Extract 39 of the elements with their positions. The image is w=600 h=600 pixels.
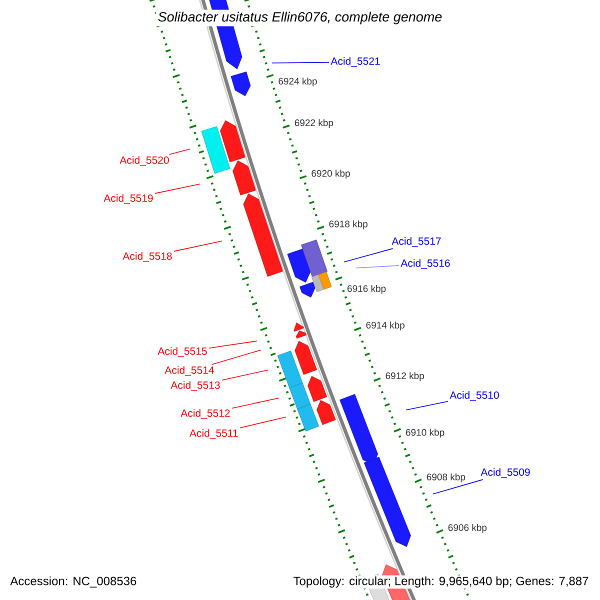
- gene-label: Acid_5519: [104, 194, 153, 204]
- leader-line: [344, 248, 394, 262]
- leader-line: [406, 401, 448, 410]
- tick-label: 6922 kbp: [294, 119, 334, 128]
- tick-label: 6906 kbp: [448, 524, 487, 533]
- gene-label: Acid_5513: [170, 381, 220, 391]
- gene-label: Acid_5509: [480, 468, 530, 478]
- gene-label: Acid_5517: [392, 237, 441, 247]
- tick-label: 6908 kbp: [426, 473, 466, 482]
- leader-line: [240, 416, 286, 428]
- leader-line: [432, 479, 484, 494]
- gene-label: Acid_5510: [450, 391, 499, 401]
- tick-label: 6916 kbp: [348, 284, 386, 294]
- leader-line: [356, 265, 400, 268]
- gene-label: Acid_5518: [122, 252, 172, 262]
- gene-label: Acid_5515: [158, 347, 207, 357]
- tick-label: 6910 kbp: [406, 428, 444, 438]
- tick-label: 6912 kbp: [386, 372, 424, 382]
- gene-label: Acid_5520: [120, 156, 169, 166]
- leader-line: [222, 370, 268, 381]
- leader-line: [272, 62, 330, 64]
- leader-line: [154, 184, 200, 194]
- leader-line: [168, 148, 190, 155]
- gene-label: Acid_5512: [180, 409, 230, 419]
- tick-label: 6914 kbp: [366, 322, 404, 330]
- accession-text: Accession: NC_008536: [10, 576, 136, 588]
- title: Solibacter usitatus Ellin6076, complete genome: [156, 10, 444, 26]
- tick-label: 6924 kbp: [278, 78, 317, 86]
- leader-line: [211, 350, 262, 365]
- leader-line: [208, 340, 258, 348]
- gene-label: Acid_5511: [189, 429, 238, 439]
- tick-label: 6918 kbp: [329, 220, 368, 230]
- gene-label: Acid_5514: [164, 366, 214, 376]
- leader-line: [174, 240, 222, 252]
- tick-label: 6920 kbp: [312, 170, 350, 179]
- genome-stats-text: Topology: circular; Length: 9,965,640 bp; Genes: 7,887: [292, 575, 590, 589]
- gene-label: Acid_5521: [330, 57, 380, 67]
- leader-line: [232, 398, 280, 409]
- gene-label: Acid_5516: [400, 259, 450, 269]
